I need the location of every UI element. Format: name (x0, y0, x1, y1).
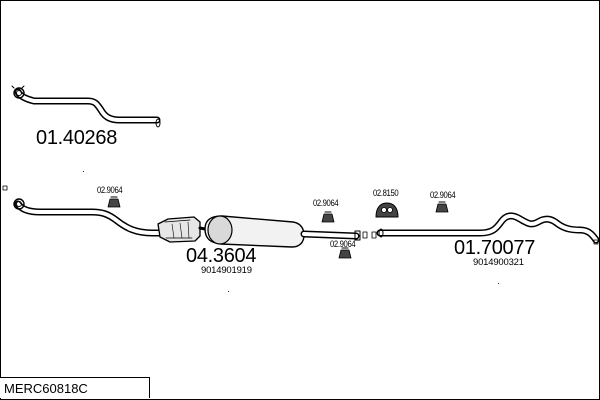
diagram-code-box: MERC60818C (0, 377, 150, 398)
rubber-mount-label: 02.8150 (373, 188, 399, 198)
part-number-rear-silencer: 01.70077 (454, 237, 536, 259)
diagram-code: MERC60818C (4, 381, 88, 396)
clip-label-3: 02.9064 (330, 239, 356, 249)
clip-1-drawing (107, 196, 121, 208)
clip-3-drawing (338, 247, 352, 259)
part-number-centre-silencer: 04.3604 (186, 245, 257, 267)
clip-label-2: 02.9064 (313, 198, 339, 208)
ref-dot (228, 291, 229, 292)
clip-4-drawing (435, 201, 449, 213)
catalytic-converter (157, 216, 212, 243)
part-number-front-pipe: 01.40268 (36, 127, 118, 149)
centre-silencer-drawing (204, 215, 377, 248)
clip-2-drawing (321, 211, 335, 223)
front-pipe-drawing (11, 85, 161, 128)
assembled-front-pipe (2, 185, 166, 237)
clip-label-4: 02.9064 (430, 190, 456, 200)
clip-label-1: 02.9064 (97, 185, 123, 195)
rear-pipe-drawing (376, 212, 600, 245)
ref-dot (498, 283, 499, 284)
oem-number-centre-silencer: 9014901919 (201, 265, 252, 276)
rubber-mount-drawing (375, 202, 399, 218)
oem-number-rear-silencer: 9014900321 (473, 257, 524, 268)
ref-dot (83, 171, 84, 172)
